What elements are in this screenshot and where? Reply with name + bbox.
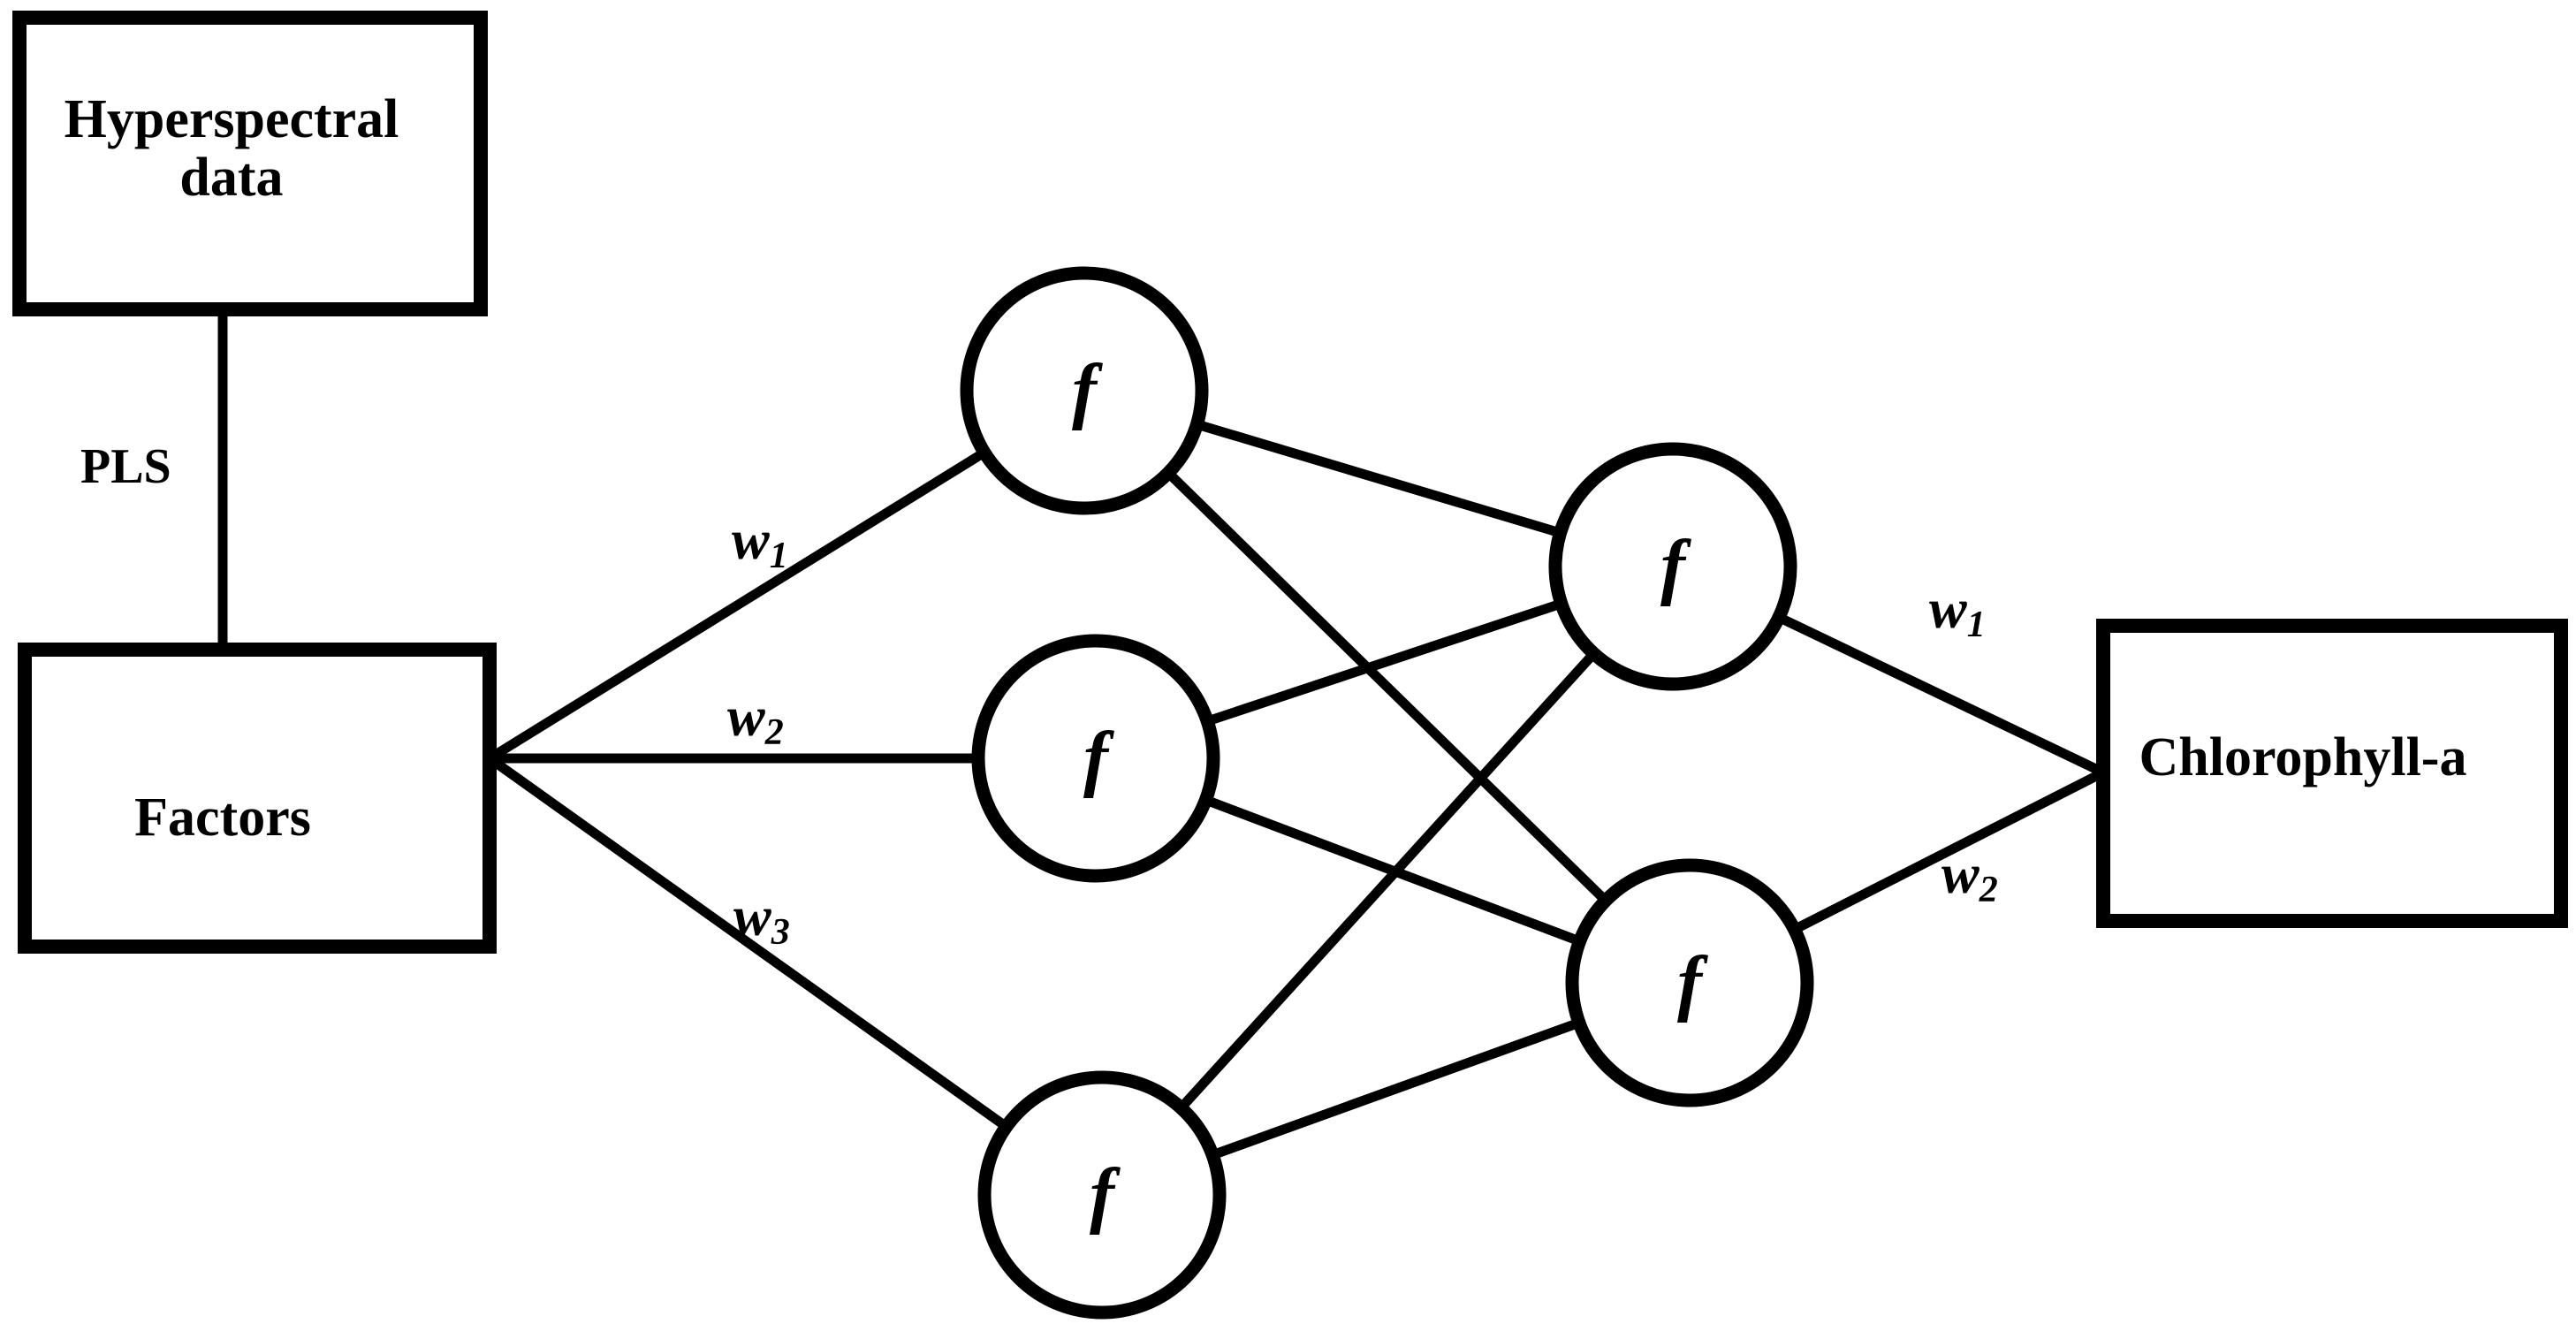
weight-w2-input-label: w2 xyxy=(727,685,784,753)
factors-box xyxy=(18,643,497,954)
hidden-3-to-output-1-line xyxy=(1098,563,1677,1198)
hyperspectral-data-box-label: Hyperspectral xyxy=(65,89,399,149)
factors-to-hidden-3-line xyxy=(486,754,1106,1199)
chlorophyll-a-box-label: Chlorophyll-a xyxy=(2139,727,2467,787)
output-node-1 xyxy=(1548,442,1797,691)
output-node-2 xyxy=(1565,858,1814,1107)
hyperspectral-data-box xyxy=(12,11,488,316)
weight-w1-output-label: w1 xyxy=(1929,577,1986,645)
hidden-node-2 xyxy=(971,634,1220,883)
weight-w3-input-label: w3 xyxy=(733,885,790,953)
pls-label: PLS xyxy=(80,439,171,494)
hidden-node-1 xyxy=(960,266,1209,515)
weight-w2-output-label: w2 xyxy=(1941,842,1998,910)
weight-w1-input-label: w1 xyxy=(732,508,788,576)
chlorophyll-a-box xyxy=(2096,619,2568,928)
hidden-node-3 xyxy=(977,1070,1227,1320)
hyperspectral-data-box-label: data xyxy=(179,148,283,208)
factors-box-label: Factors xyxy=(134,787,311,848)
hidden-1-to-output-2-line xyxy=(1081,387,1693,986)
